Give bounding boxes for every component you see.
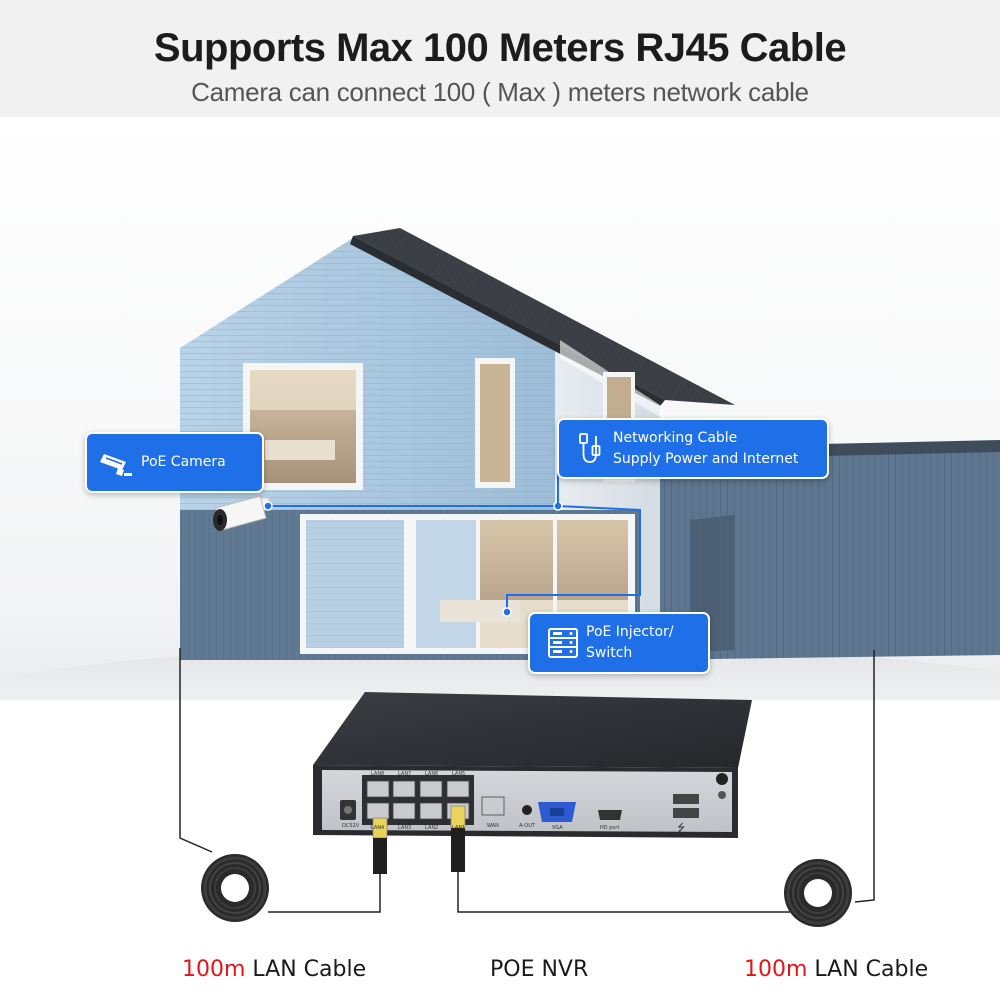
installation-illustration (0, 117, 1000, 1000)
callout-poe-injector-text: PoE Injector/ Switch (586, 622, 674, 664)
cable-coil-right (784, 859, 852, 927)
lan-cables (179, 648, 875, 913)
port-label-hd: HD port (600, 825, 620, 831)
caption-left-text: LAN Cable (245, 957, 367, 982)
cable-coil-left (201, 854, 269, 922)
port-label-lan8: LAN8 (371, 771, 385, 777)
header-banner: Supports Max 100 Meters RJ45 Cable Camer… (0, 0, 1000, 117)
port-label-aout: A-OUT (519, 823, 535, 829)
poe-nvr-device (313, 692, 752, 838)
callout-poe-injector-line1: PoE Injector/ (586, 624, 674, 640)
ethernet-cable-icon (567, 420, 613, 477)
caption-nvr: POE NVR (490, 957, 589, 982)
callout-poe-injector-line2: Switch (586, 645, 633, 661)
switch-rack-icon (540, 614, 586, 672)
caption-left-length: 100m (182, 957, 246, 982)
caption-right-text: LAN Cable (807, 957, 929, 982)
usb-icon: ⭍ (677, 823, 686, 834)
callout-networking-cable-line1: Networking Cable (613, 429, 738, 446)
port-label-vga: VGA (552, 825, 563, 831)
headline: Supports Max 100 Meters RJ45 Cable (153, 26, 847, 70)
caption-left-cable: 100m LAN Cable (182, 957, 366, 982)
callout-poe-camera-label: PoE Camera (141, 454, 226, 470)
garage (640, 440, 1000, 660)
port-label-lan6: LAN6 (425, 771, 439, 777)
callout-networking-cable: Networking Cable Supply Power and Intern… (557, 418, 829, 479)
port-label-lan7: LAN7 (398, 771, 412, 777)
port-label-wan: WAN (487, 823, 499, 829)
caption-right-cable: 100m LAN Cable (744, 957, 928, 982)
rj45-plugs (372, 805, 466, 874)
callout-poe-injector: PoE Injector/ Switch (528, 612, 710, 674)
house (180, 228, 735, 660)
port-label-lan3: LAN3 (398, 825, 412, 831)
port-label-lan4: LAN4 (371, 825, 385, 831)
subheadline: Camera can connect 100 ( Max ) meters ne… (191, 77, 809, 107)
callout-poe-camera: PoE Camera (85, 432, 264, 493)
caption-right-length: 100m (744, 957, 808, 982)
port-label-lan1: LAN1 (452, 825, 466, 831)
port-label-dc: DC52V (342, 823, 360, 829)
cctv-camera-icon (93, 434, 141, 491)
callout-networking-cable-text: Networking Cable Supply Power and Intern… (613, 428, 798, 470)
port-label-lan5: LAN5 (452, 771, 466, 777)
network-route (268, 505, 641, 612)
port-label-lan2: LAN2 (425, 825, 439, 831)
callout-networking-cable-line2: Supply Power and Internet (613, 450, 799, 467)
